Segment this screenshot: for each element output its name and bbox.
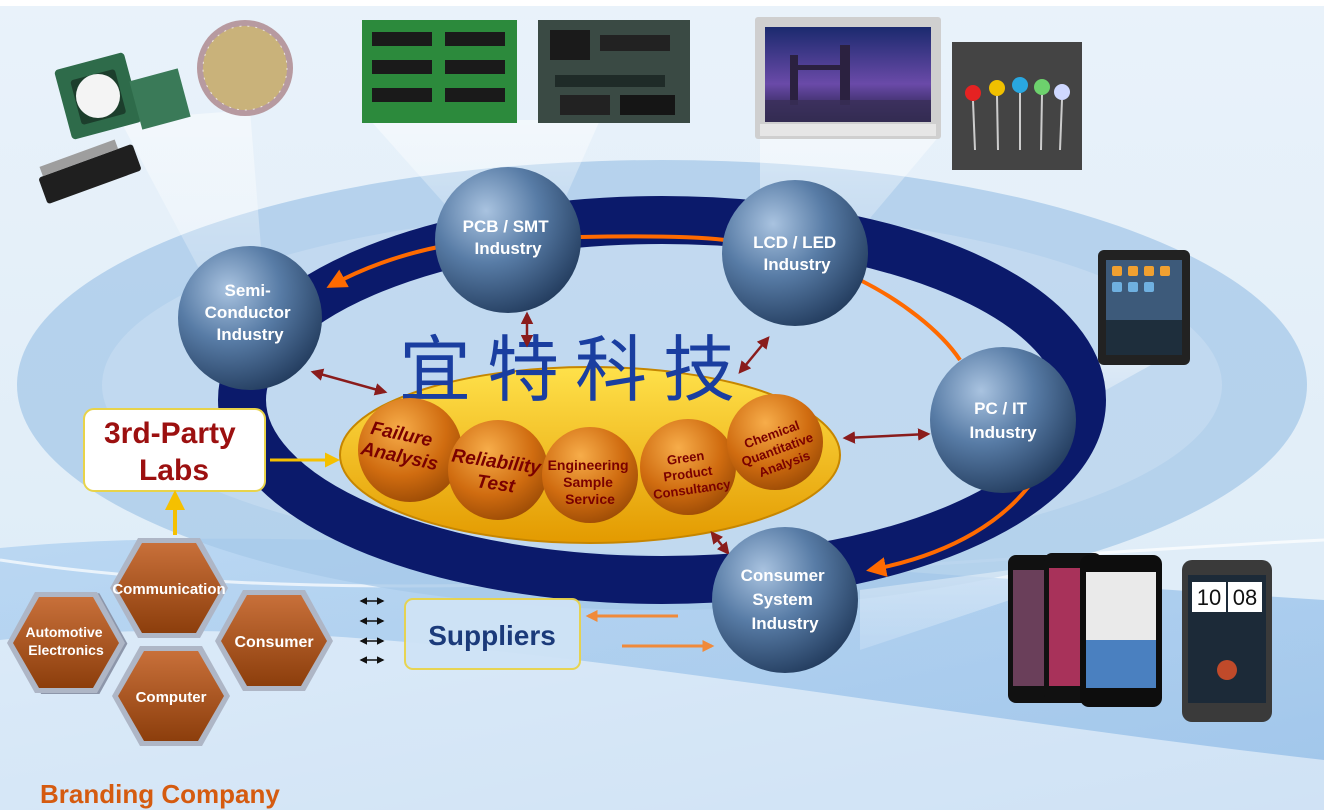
service-engineering-sample: Engineering Sample Service <box>542 427 638 523</box>
service-chemical-analysis: Chemical Quantitative Analysis <box>727 394 823 490</box>
svg-text:PC / IT Industry: PC / IT Industry <box>969 399 1037 442</box>
tablet-image <box>1098 250 1190 365</box>
ring-arrow <box>579 234 726 242</box>
industry-line: PC / IT <box>974 399 1028 418</box>
service-reliability-test: Reliability Test <box>448 420 548 520</box>
ring-arrow <box>859 278 962 362</box>
semiconductor-image <box>39 20 293 204</box>
svg-text:LCD / LED Industry: LCD / LED Industry <box>753 233 841 274</box>
clock-hour: 10 <box>1197 585 1221 610</box>
lcd-tv-image <box>755 17 941 139</box>
service-line: Service <box>565 491 615 507</box>
service-line: Engineering <box>548 457 629 473</box>
svg-text:Green Product Cons: Green Product Consultancy <box>648 445 733 503</box>
led-image <box>952 42 1082 170</box>
industry-lcd-led: LCD / LED Industry <box>722 180 868 326</box>
industry-line: Industry <box>969 423 1037 442</box>
hex-communication: Communication <box>110 538 228 638</box>
labs-line: 3rd-Party <box>104 417 236 450</box>
svg-text:Consumer System In: Consumer System Industry <box>741 566 830 633</box>
pcb-image-1 <box>362 20 517 123</box>
smartphones-image: 10 08 <box>1008 553 1272 722</box>
hex-label: Computer <box>136 689 207 706</box>
industry-line: Consumer <box>741 566 825 585</box>
hex-label: Automotive <box>26 624 103 640</box>
industry-line: PCB / SMT <box>463 217 550 236</box>
branding-company-label: Branding Company <box>40 779 280 809</box>
hex-computer: Computer <box>112 646 230 746</box>
link-arrow <box>710 531 730 555</box>
industry-line: LCD / LED <box>753 233 836 252</box>
industry-line: Industry <box>751 614 819 633</box>
svg-text:Engineering Sample: Engineering Sample Service <box>548 457 633 507</box>
service-line: Green <box>666 448 705 468</box>
company-title: 宜特科技 <box>399 328 751 412</box>
svg-text:PCB / SMT Industry: PCB / SMT Industry <box>463 217 554 258</box>
hex-label: Consumer <box>234 634 313 651</box>
industry-line: System <box>752 590 812 609</box>
link-arrow <box>738 336 770 374</box>
industry-pc-it: PC / IT Industry <box>930 347 1076 493</box>
svg-text:Semi- Conductor In: Semi- Conductor Industry <box>205 281 296 344</box>
industry-line: Industry <box>216 325 284 344</box>
suppliers-label: Suppliers <box>428 620 556 651</box>
svg-text:Automotive Electronics: Automotive Electronics <box>26 624 107 658</box>
pcb-image-2 <box>538 20 690 123</box>
hex-label: Communication <box>112 581 225 598</box>
beam-semi <box>120 110 262 280</box>
hex-automotive: Automotive Electronics <box>7 592 125 693</box>
labs-line: Labs <box>139 454 209 487</box>
industry-line: Semi- <box>224 281 270 300</box>
link-arrow <box>842 428 931 444</box>
industry-line: Industry <box>763 255 831 274</box>
suppliers-box: Suppliers <box>404 598 581 670</box>
service-line: Sample <box>563 474 613 490</box>
hex-label: Electronics <box>28 642 104 658</box>
industry-line: Industry <box>474 239 542 258</box>
service-line: Product <box>662 463 713 485</box>
industry-line: Conductor <box>205 303 291 322</box>
link-arrow <box>310 368 388 396</box>
service-failure-analysis: Failure Analysis <box>358 398 462 502</box>
industry-pcb-smt: PCB / SMT Industry <box>435 167 581 313</box>
industry-semiconductor: Semi- Conductor Industry <box>178 246 322 390</box>
hex-consumer: Consumer <box>215 590 333 691</box>
third-party-labs-box: 3rd-Party Labs <box>83 408 266 492</box>
industry-consumer-system: Consumer System Industry <box>712 527 858 673</box>
clock-minute: 08 <box>1233 585 1257 610</box>
service-green-product: Green Product Consultancy <box>640 419 736 515</box>
industry-ring <box>218 196 1106 604</box>
branding-supplier-arrows <box>359 597 385 664</box>
svg-text:3rd-Party Labs: 3rd-Party Labs <box>104 417 244 487</box>
